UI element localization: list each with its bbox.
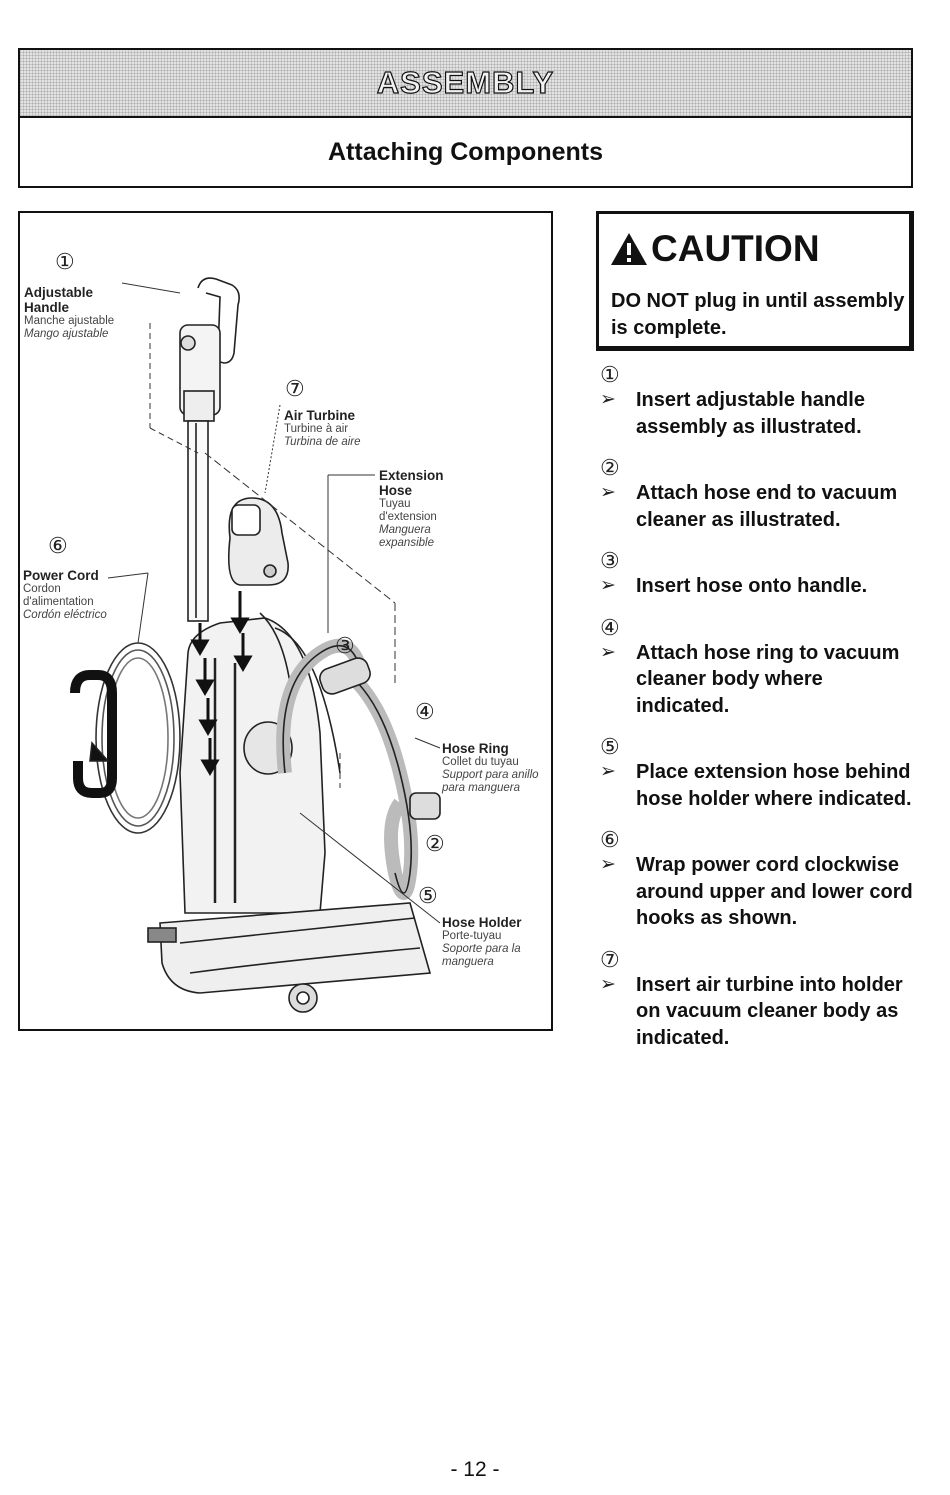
arrow-bullet-icon: ➢ bbox=[600, 575, 616, 596]
label-hose-holder: Hose Holder Porte-tuyau Soporte para la … bbox=[442, 915, 542, 969]
step-number: ⑥ bbox=[600, 827, 620, 852]
step-list: ① ➢ Insert adjustable handle assembly as … bbox=[600, 363, 920, 1067]
step-text: Place extension hose behind hose holder … bbox=[636, 761, 912, 810]
callout-3: ③ bbox=[335, 633, 355, 658]
label-power-cord-fr: Cordon d'alimentation bbox=[23, 583, 94, 608]
label-adjustable-handle: Adjustable Handle Manche ajustable Mango… bbox=[24, 285, 124, 341]
step-item: ① ➢ Insert adjustable handle assembly as … bbox=[600, 363, 920, 440]
callout-7: ⑦ bbox=[285, 376, 305, 401]
section-banner: ASSEMBLY bbox=[18, 48, 913, 118]
step-item: ⑥ ➢ Wrap power cord clockwise around uppe… bbox=[600, 828, 920, 932]
label-extension-hose-en: Extension Hose bbox=[379, 468, 444, 498]
step-item: ③ ➢ Insert hose onto handle. bbox=[600, 549, 920, 600]
page-number: - 12 - bbox=[450, 1458, 500, 1481]
label-hose-holder-es: Soporte para la manguera bbox=[442, 943, 521, 968]
step-number: ⑤ bbox=[600, 734, 620, 759]
warning-triangle-icon bbox=[611, 233, 647, 265]
callout-1: ① bbox=[55, 249, 75, 274]
label-power-cord: Power Cord Cordon d'alimentation Cordón … bbox=[23, 568, 118, 622]
label-extension-hose: Extension Hose Tuyau d'extension Manguer… bbox=[379, 468, 469, 550]
step-text: Attach hose end to vacuum cleaner as ill… bbox=[636, 482, 898, 531]
page-subtitle: Attaching Components bbox=[328, 137, 603, 166]
step-number: ⑦ bbox=[600, 946, 620, 972]
step-text: Attach hose ring to vacuum cleaner body … bbox=[636, 641, 900, 717]
arrow-bullet-icon: ➢ bbox=[600, 482, 616, 503]
label-air-turbine-es: Turbina de aire bbox=[284, 436, 361, 448]
label-power-cord-en: Power Cord bbox=[23, 568, 99, 583]
step-text: Insert air turbine into holder on vacuum… bbox=[636, 973, 903, 1049]
step-number: ④ bbox=[600, 614, 620, 640]
label-power-cord-es: Cordón eléctrico bbox=[23, 609, 107, 621]
arrow-bullet-icon: ➢ bbox=[600, 641, 616, 663]
step-text: Wrap power cord clockwise around upper a… bbox=[636, 854, 913, 929]
callout-6: ⑥ bbox=[48, 533, 68, 558]
label-hose-ring-en: Hose Ring bbox=[442, 741, 509, 756]
section-title: ASSEMBLY bbox=[376, 64, 555, 100]
label-air-turbine-fr: Turbine à air bbox=[284, 423, 349, 435]
subtitle-box: Attaching Components bbox=[18, 118, 913, 188]
label-adjustable-handle-fr: Manche ajustable bbox=[24, 315, 115, 327]
callout-5: ⑤ bbox=[418, 883, 438, 908]
label-extension-hose-es: Manguera expansible bbox=[379, 524, 434, 549]
step-number: ③ bbox=[600, 548, 620, 573]
step-number: ② bbox=[600, 455, 620, 480]
label-adjustable-handle-en: Adjustable Handle bbox=[24, 285, 94, 315]
caution-text: DO NOT plug in until assembly is complet… bbox=[611, 290, 905, 339]
caution-header: CAUTION bbox=[609, 228, 820, 270]
arrow-bullet-icon: ➢ bbox=[600, 854, 616, 875]
callout-4: ④ bbox=[415, 699, 435, 724]
step-item: ⑦ ➢ Insert air turbine into holder on vac… bbox=[600, 946, 920, 1052]
arrow-bullet-icon: ➢ bbox=[600, 761, 616, 782]
label-hose-ring-es: Support para anillo para manguera bbox=[442, 769, 539, 794]
label-hose-holder-en: Hose Holder bbox=[442, 915, 522, 930]
label-adjustable-handle-es: Mango ajustable bbox=[24, 328, 109, 340]
step-item: ④ ➢ Attach hose ring to vacuum cleaner bo… bbox=[600, 614, 920, 720]
vacuum-illustration bbox=[70, 277, 441, 1013]
step-item: ② ➢ Attach hose end to vacuum cleaner as … bbox=[600, 456, 920, 533]
assembly-figure: ① Adjustable Handle Manche ajustable Man… bbox=[18, 211, 553, 1031]
step-text: Insert hose onto handle. bbox=[636, 575, 868, 597]
step-item: ⑤ ➢ Place extension hose behind hose hold… bbox=[600, 735, 920, 812]
step-number: ① bbox=[600, 362, 620, 387]
caution-box: CAUTION DO NOT plug in until assembly is… bbox=[596, 211, 914, 351]
label-extension-hose-fr: Tuyau d'extension bbox=[379, 498, 437, 523]
label-hose-ring: Hose Ring Collet du tuyau Support para a… bbox=[442, 741, 552, 795]
label-air-turbine-en: Air Turbine bbox=[284, 408, 356, 423]
step-text: Insert adjustable handle assembly as ill… bbox=[636, 389, 865, 438]
label-hose-ring-fr: Collet du tuyau bbox=[442, 756, 519, 768]
caution-title: CAUTION bbox=[651, 228, 820, 269]
label-hose-holder-fr: Porte-tuyau bbox=[442, 930, 502, 942]
arrow-bullet-icon: ➢ bbox=[600, 389, 616, 410]
arrow-bullet-icon: ➢ bbox=[600, 973, 616, 995]
label-air-turbine: Air Turbine Turbine à air Turbina de air… bbox=[284, 408, 361, 449]
callout-2: ② bbox=[425, 831, 445, 856]
